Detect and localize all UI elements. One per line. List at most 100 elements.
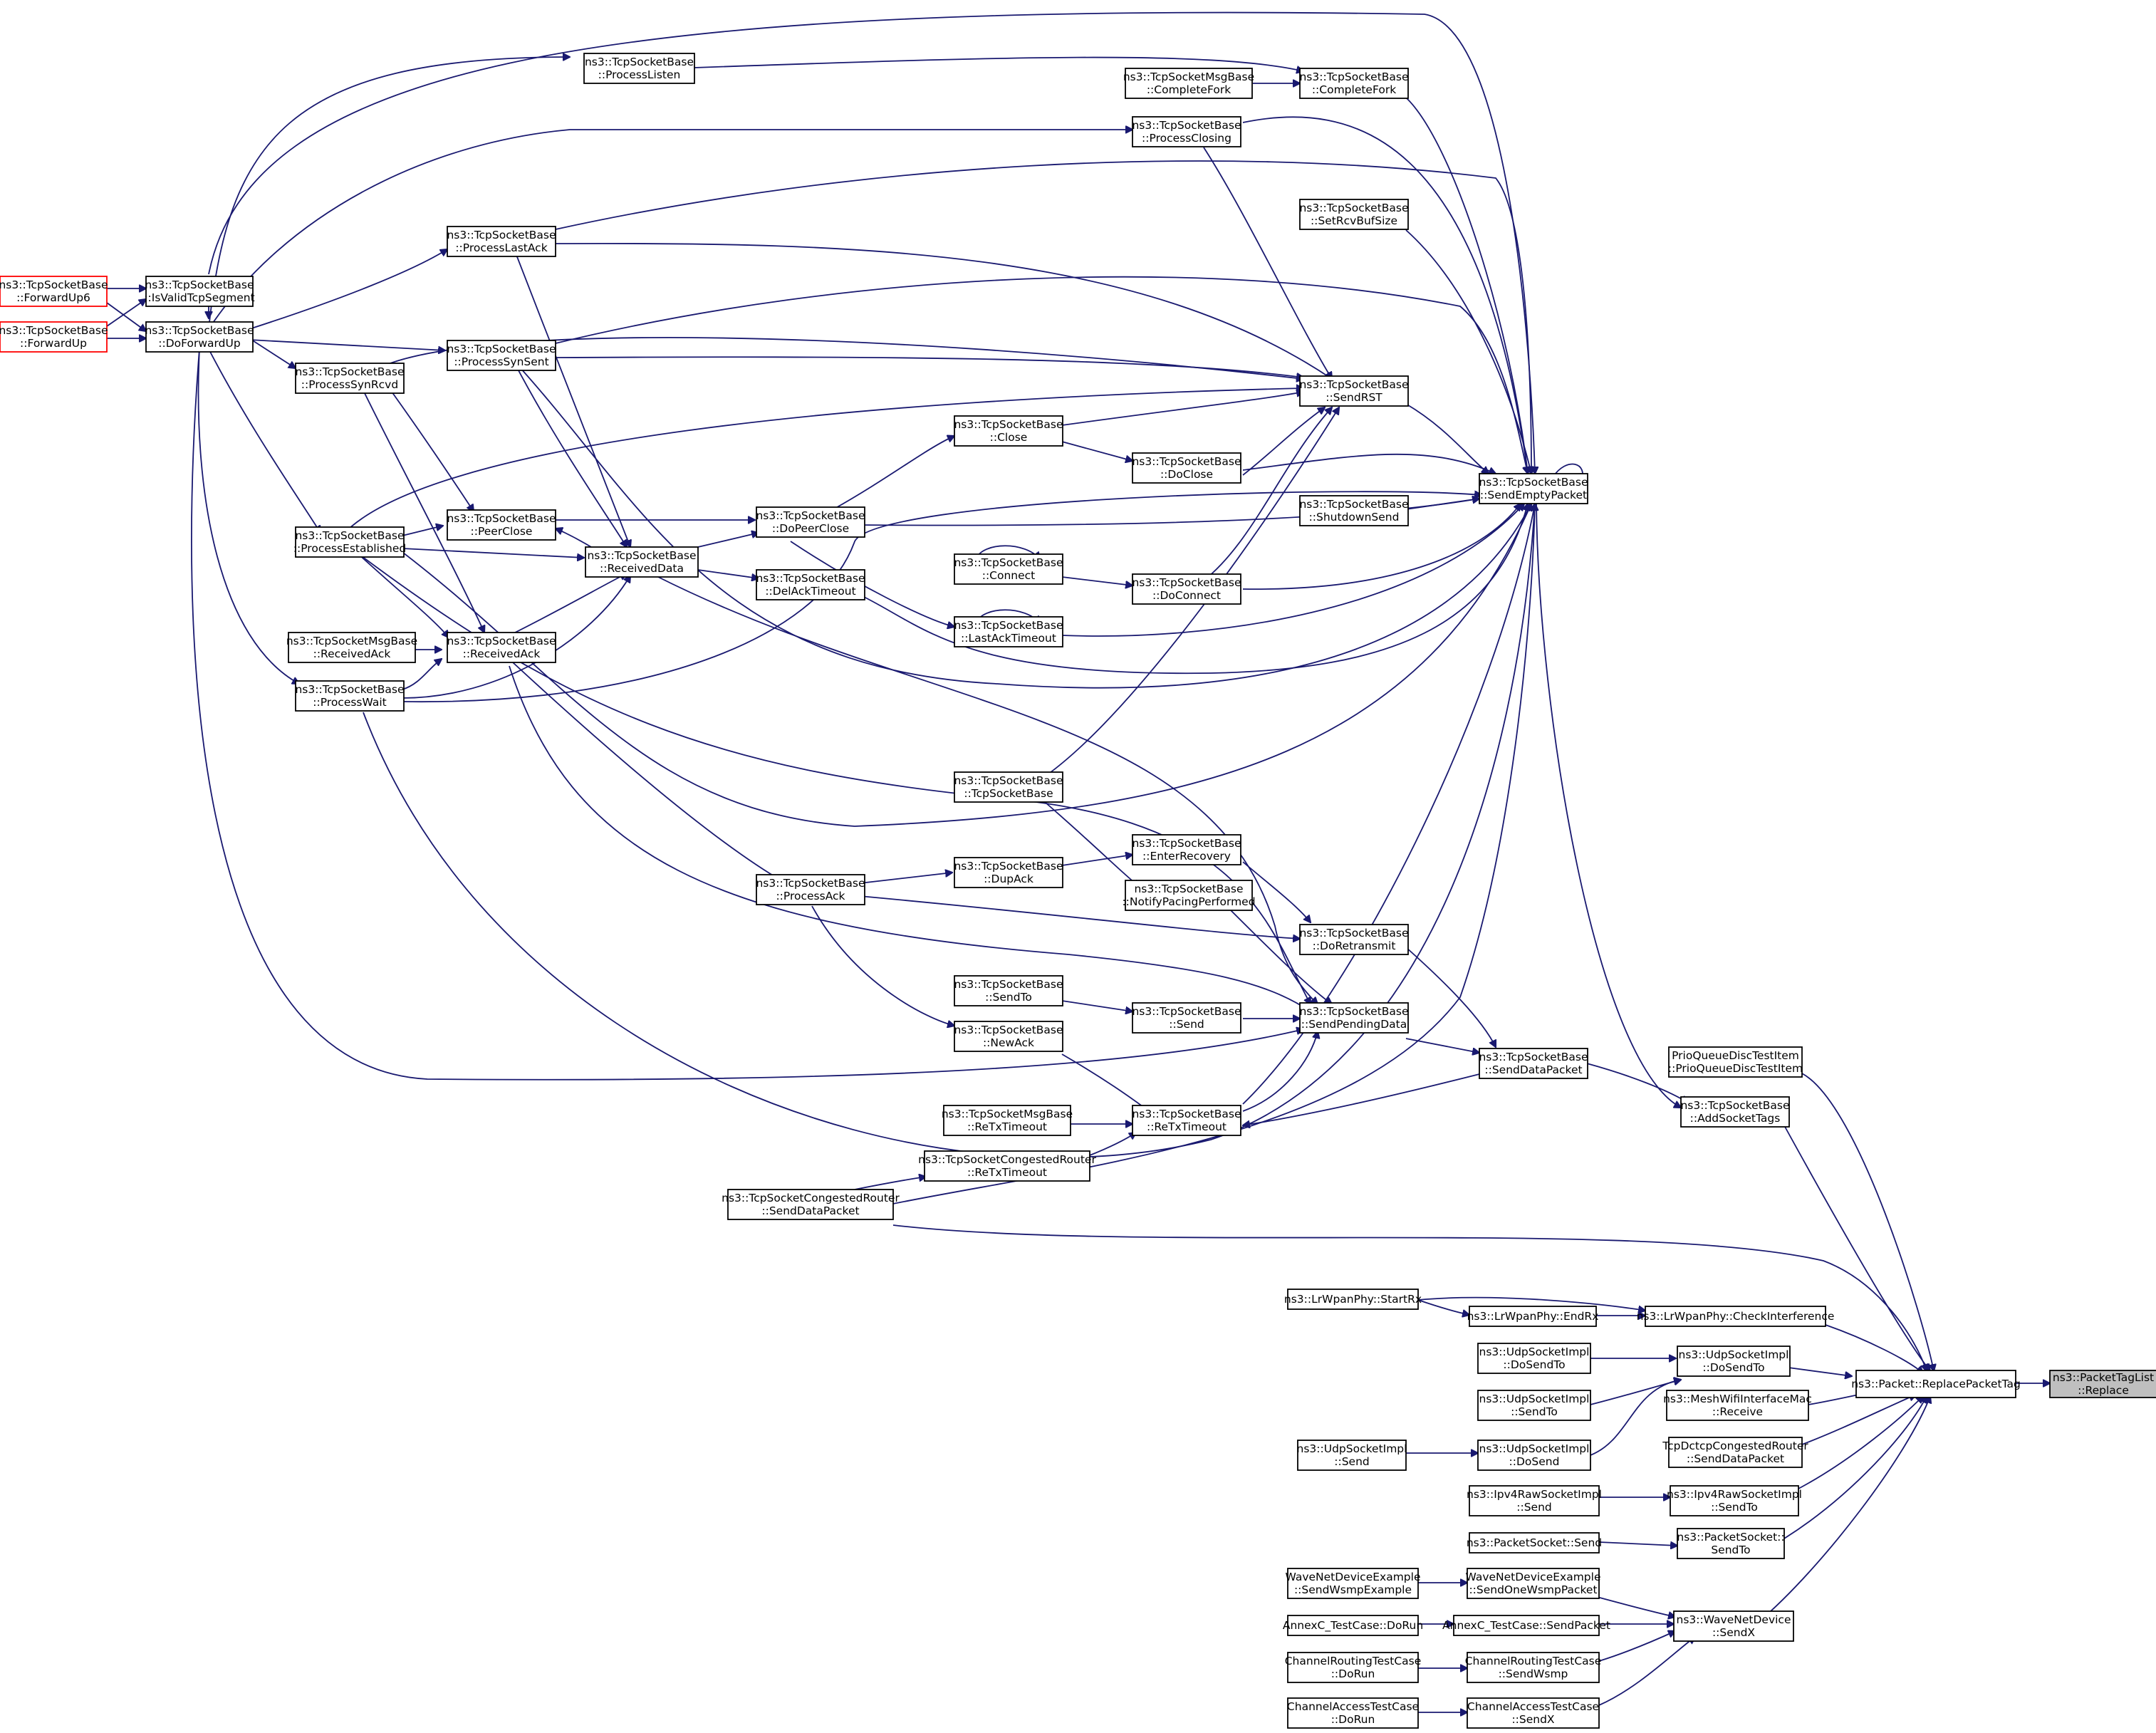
edge-pla-rd <box>512 245 630 547</box>
graph-node-dfu[interactable]: ns3::TcpSocketBase::DoForwardUp <box>145 321 254 353</box>
graph-node-spd[interactable]: ns3::TcpSocketBase::SendPendingData <box>1299 1002 1409 1034</box>
graph-node-shs[interactable]: ns3::TcpSocketBase::ShutdownSend <box>1299 495 1409 526</box>
graph-node-mwr[interactable]: ns3::MeshWifiInterfaceMac::Receive <box>1663 1390 1812 1421</box>
graph-node-ra[interactable]: ns3::TcpSocketBase::ReceivedAck <box>447 632 556 663</box>
graph-node-pc[interactable]: ns3::TcpSocketBase::PeerClose <box>447 509 556 541</box>
graph-node-i4s[interactable]: ns3::Ipv4RawSocketImpl::Send <box>1467 1485 1602 1516</box>
graph-node-crrtt[interactable]: ns3::TcpSocketCongestedRouter::ReTxTimeo… <box>918 1150 1096 1182</box>
graph-node-crsw[interactable]: ChannelRoutingTestCase::SendWsmp <box>1465 1652 1602 1683</box>
node-label: ::DoSend <box>1509 1455 1560 1468</box>
graph-node-i4sto[interactable]: ns3::Ipv4RawSocketImpl::SendTo <box>1667 1485 1802 1516</box>
graph-node-cadr[interactable]: ChannelAccessTestCase::DoRun <box>1287 1697 1419 1729</box>
graph-node-docl[interactable]: ns3::TcpSocketBase::DoClose <box>1132 452 1241 484</box>
node-box <box>756 874 865 905</box>
graph-node-mra[interactable]: ns3::TcpSocketMsgBase::ReceivedAck <box>286 632 417 663</box>
graph-node-pe[interactable]: ns3::TcpSocketBase::ProcessEstablished <box>293 526 406 558</box>
graph-node-acdr[interactable]: AnnexC_TestCase::DoRun <box>1283 1615 1423 1636</box>
graph-node-pclosing[interactable]: ns3::TcpSocketBase::ProcessClosing <box>1132 116 1241 147</box>
graph-node-er[interactable]: ns3::TcpSocketBase::EnterRecovery <box>1132 834 1241 865</box>
graph-node-pla[interactable]: ns3::TcpSocketBase::ProcessLastAck <box>447 226 556 257</box>
edge-ast-rpt <box>1783 1125 1930 1371</box>
node-label: ns3::TcpSocketBase <box>756 509 865 522</box>
node-box <box>0 321 108 353</box>
node-label: ns3::TcpSocketBase <box>1132 1005 1241 1018</box>
graph-node-wnso[interactable]: WaveNetDeviceExample::SendOneWsmpPacket <box>1465 1568 1601 1599</box>
graph-node-send[interactable]: ns3::TcpSocketBase::Send <box>1132 1002 1241 1034</box>
graph-node-newack[interactable]: ns3::TcpSocketBase::NewAck <box>954 1021 1063 1052</box>
graph-node-conn[interactable]: ns3::TcpSocketBase::Connect <box>954 553 1063 585</box>
graph-node-pack[interactable]: ns3::TcpSocketBase::ProcessAck <box>756 874 865 905</box>
node-box <box>1125 880 1253 911</box>
edge-dat-sep <box>859 504 1528 675</box>
graph-node-udsto2[interactable]: ns3::UdpSocketImpl::DoSendTo <box>1477 1343 1591 1374</box>
graph-node-srst[interactable]: ns3::TcpSocketBase::SendRST <box>1299 375 1409 407</box>
graph-node-ps[interactable]: ns3::PacketSocket::Send <box>1467 1532 1602 1554</box>
graph-node-rpt[interactable]: ns3::Packet::ReplacePacketTag <box>1851 1370 2021 1398</box>
graph-node-psr[interactable]: ns3::TcpSocketBase::ProcessSynRcvd <box>295 363 405 394</box>
graph-node-rtt[interactable]: ns3::TcpSocketBase::ReTxTimeout <box>1132 1105 1241 1136</box>
graph-node-psto[interactable]: ns3::PacketSocket::SendTo <box>1677 1528 1785 1559</box>
edge-wnsx-rpt <box>1757 1396 1930 1623</box>
graph-node-crsdp[interactable]: ns3::TcpSocketCongestedRouter::SendDataP… <box>722 1189 900 1220</box>
node-label: ns3::TcpSocketBase <box>0 324 108 337</box>
node-box <box>0 276 108 307</box>
graph-node-tsb[interactable]: ns3::TcpSocketBase::TcpSocketBase <box>954 771 1063 803</box>
node-box <box>943 1105 1071 1136</box>
graph-node-dcsdp[interactable]: TcpDctcpCongestedRouter::SendDataPacket <box>1662 1437 1808 1468</box>
graph-node-ffu[interactable]: ns3::TcpSocketBase::ForwardUp <box>0 321 108 353</box>
node-label: ::ForwardUp <box>20 337 87 350</box>
graph-node-mrtt[interactable]: ns3::TcpSocketMsgBase::ReTxTimeout <box>942 1105 1073 1136</box>
graph-node-casx[interactable]: ChannelAccessTestCase::SendX <box>1467 1697 1600 1729</box>
graph-node-uds[interactable]: ns3::UdpSocketImpl::DoSend <box>1477 1440 1591 1471</box>
graph-node-cf[interactable]: ns3::TcpSocketBase::CompleteFork <box>1299 68 1409 99</box>
graph-node-sep[interactable]: ns3::TcpSocketBase::SendEmptyPacket <box>1479 473 1588 504</box>
node-label: ::LastAckTimeout <box>961 632 1056 645</box>
graph-node-npp[interactable]: ns3::TcpSocketBase::NotifyPacingPerforme… <box>1122 880 1256 911</box>
graph-node-us[interactable]: ns3::UdpSocketImpl::Send <box>1297 1440 1407 1471</box>
graph-node-plisten[interactable]: ns3::TcpSocketBase::ProcessListen <box>583 53 695 84</box>
graph-node-pw[interactable]: ns3::TcpSocketBase::ProcessWait <box>295 680 405 712</box>
graph-node-dupack[interactable]: ns3::TcpSocketBase::DupAck <box>954 857 1063 888</box>
node-label: ns3::Ipv4RawSocketImpl <box>1467 1488 1602 1501</box>
graph-node-sdp[interactable]: ns3::TcpSocketBase::SendDataPacket <box>1479 1048 1588 1079</box>
node-label: ns3::TcpSocketBase <box>1132 1108 1241 1120</box>
node-label: ::SendDataPacket <box>761 1204 859 1217</box>
graph-node-usto[interactable]: ns3::UdpSocketImpl::SendTo <box>1477 1390 1591 1421</box>
graph-node-pss[interactable]: ns3::TcpSocketBase::ProcessSynSent <box>447 340 556 371</box>
graph-node-acsp[interactable]: AnnexC_TestCase::SendPacket <box>1442 1615 1610 1636</box>
graph-node-lrer[interactable]: ns3::LrWpanPhy::EndRx <box>1467 1306 1599 1327</box>
graph-node-wnse[interactable]: WaveNetDeviceExample::SendWsmpExample <box>1285 1568 1421 1599</box>
edge-pclosing-sep <box>1242 116 1528 474</box>
graph-node-dat[interactable]: ns3::TcpSocketBase::DelAckTimeout <box>756 569 865 600</box>
graph-node-ast[interactable]: ns3::TcpSocketBase::AddSocketTags <box>1680 1096 1790 1128</box>
graph-node-mcf[interactable]: ns3::TcpSocketMsgBase::CompleteFork <box>1123 68 1254 99</box>
node-box <box>1677 1528 1785 1559</box>
node-box <box>295 363 405 394</box>
graph-node-srbs[interactable]: ns3::TcpSocketBase::SetRcvBufSize <box>1299 199 1409 230</box>
graph-node-crdr[interactable]: ChannelRoutingTestCase::DoRun <box>1285 1652 1422 1683</box>
graph-node-dret[interactable]: ns3::TcpSocketBase::DoRetransmit <box>1299 924 1409 955</box>
graph-node-root[interactable]: ns3::PacketTagList::Replace <box>2049 1370 2156 1398</box>
node-box <box>1297 1440 1407 1471</box>
graph-node-close[interactable]: ns3::TcpSocketBase::Close <box>954 415 1063 447</box>
node-box <box>447 340 556 371</box>
node-box <box>1287 1568 1419 1599</box>
node-label: ns3::WaveNetDevice <box>1677 1613 1791 1626</box>
graph-node-dpc[interactable]: ns3::TcpSocketBase::DoPeerClose <box>756 506 865 538</box>
graph-node-lat[interactable]: ns3::TcpSocketBase::LastAckTimeout <box>954 616 1063 647</box>
graph-node-lrci[interactable]: ns3::LrWpanPhy::CheckInterference <box>1637 1306 1835 1327</box>
node-label: AnnexC_TestCase::DoRun <box>1283 1619 1423 1633</box>
graph-node-lrsr[interactable]: ns3::LrWpanPhy::StartRx <box>1284 1289 1422 1310</box>
graph-node-ivts[interactable]: ns3::TcpSocketBase::IsValidTcpSegment <box>144 276 255 307</box>
node-box <box>1477 1390 1591 1421</box>
graph-node-wnsx[interactable]: ns3::WaveNetDevice::SendX <box>1673 1610 1794 1642</box>
graph-node-pqdti[interactable]: PrioQueueDiscTestItem::PrioQueueDiscTest… <box>1668 1046 1803 1078</box>
node-label: ns3::UdpSocketImpl <box>1679 1348 1789 1361</box>
graph-node-doconn[interactable]: ns3::TcpSocketBase::DoConnect <box>1132 573 1241 605</box>
node-label: ::DelAckTimeout <box>765 585 855 598</box>
graph-node-rd[interactable]: ns3::TcpSocketBase::ReceivedData <box>585 546 699 578</box>
graph-node-sendto[interactable]: ns3::TcpSocketBase::SendTo <box>954 975 1063 1006</box>
graph-node-ffu6[interactable]: ns3::TcpSocketBase::ForwardUp6 <box>0 276 108 307</box>
node-box <box>1670 1485 1799 1516</box>
graph-node-udsto[interactable]: ns3::UdpSocketImpl::DoSendTo <box>1677 1346 1791 1377</box>
